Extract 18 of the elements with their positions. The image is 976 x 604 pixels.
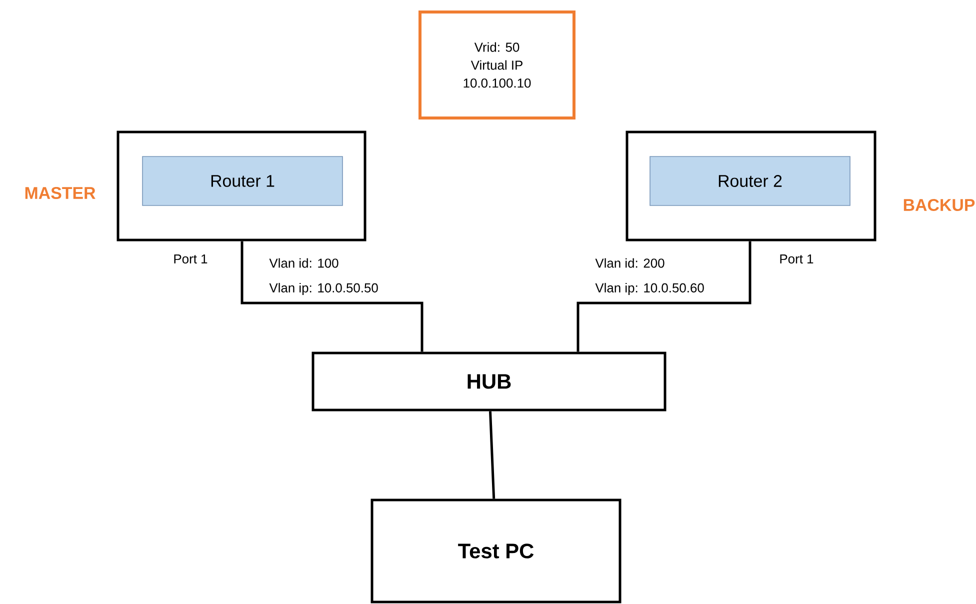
router-label-box: Router 2 <box>650 156 850 206</box>
router-box <box>626 130 876 242</box>
connector-line <box>488 411 496 499</box>
connector-line <box>576 241 752 352</box>
port-label: Vlan id: 200 <box>595 258 664 268</box>
connector-line <box>240 241 424 352</box>
port-label: Vlan ip: 10.0.50.60 <box>595 282 704 296</box>
router-label-box: Router 1 <box>142 156 343 206</box>
role-label: MASTER <box>25 187 96 199</box>
router-box <box>116 130 366 242</box>
virtual-ip-box: Vrid: 50 Virtual IP 10.0.100.10 <box>418 10 576 120</box>
role-label: BACKUP <box>904 199 975 211</box>
port-label: Port 1 <box>174 254 208 264</box>
device-box: Test PC <box>370 498 622 604</box>
port-label: Vlan ip: 10.0.50.50 <box>269 282 378 296</box>
port-label: Port 1 <box>780 254 814 264</box>
device-box: HUB <box>312 352 666 412</box>
port-label: Vlan id: 100 <box>269 258 338 268</box>
